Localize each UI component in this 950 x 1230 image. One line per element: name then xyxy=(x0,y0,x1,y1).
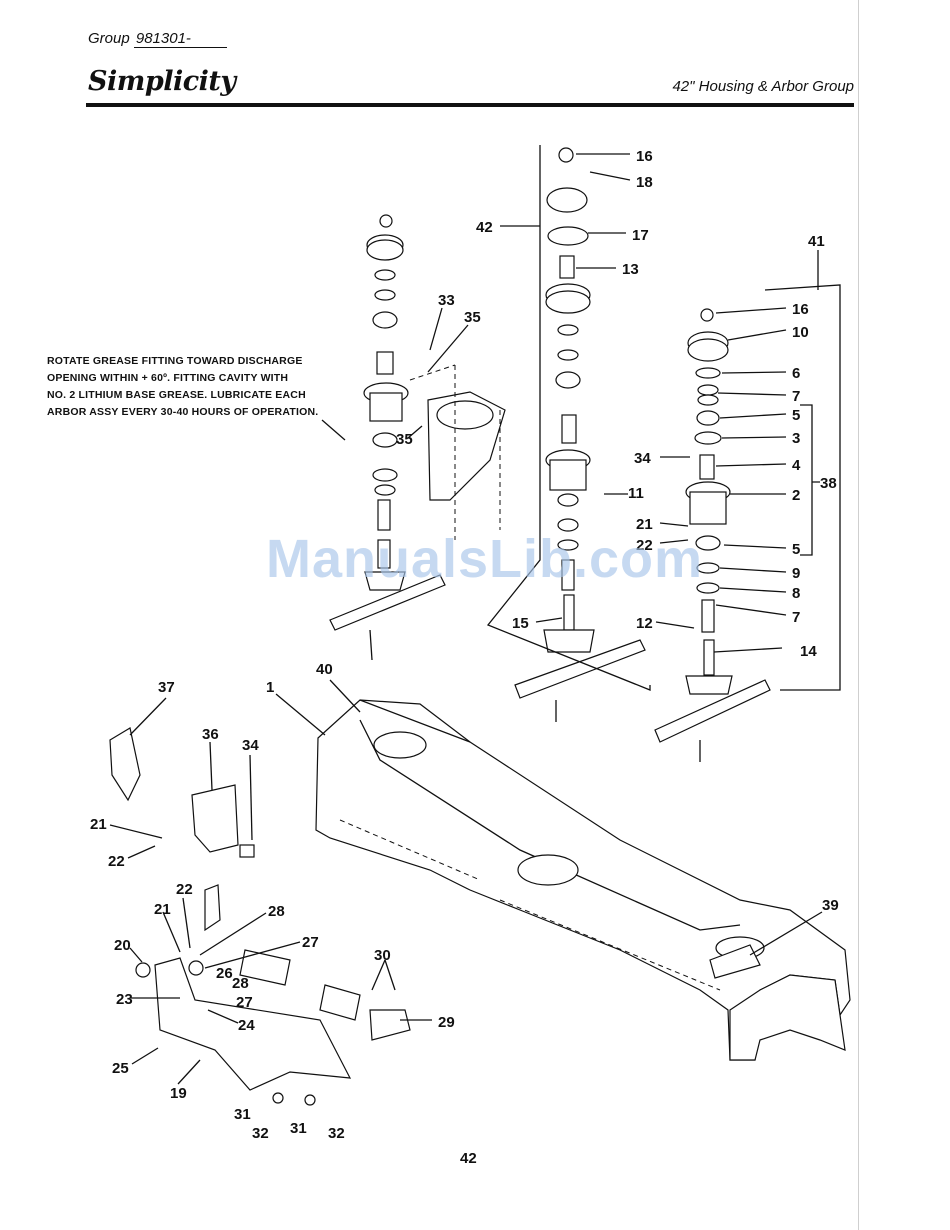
group-number-header: Group 981301- xyxy=(88,30,227,48)
callout-23: 23 xyxy=(116,991,133,1008)
callout-39: 39 xyxy=(822,897,839,914)
callout-34: 34 xyxy=(242,737,259,754)
callout-14: 14 xyxy=(800,643,817,660)
callout-35: 35 xyxy=(464,309,481,326)
left-arbor-assembly xyxy=(329,214,506,661)
mower-housing xyxy=(315,699,851,1061)
callout-8: 8 xyxy=(792,585,800,602)
callout-10: 10 xyxy=(792,324,809,341)
callout-29: 29 xyxy=(438,1014,455,1031)
brand-logo: Simplicity xyxy=(88,66,236,97)
callout-32: 32 xyxy=(252,1125,269,1142)
callout-20: 20 xyxy=(114,937,131,954)
callout-3: 3 xyxy=(792,430,800,447)
callout-16: 16 xyxy=(792,301,809,318)
note-line: ARBOR ASSY EVERY 30-40 HOURS OF OPERATIO… xyxy=(47,406,319,418)
callout-7: 7 xyxy=(792,388,800,405)
callout-2: 2 xyxy=(792,487,800,504)
callout-15: 15 xyxy=(512,615,529,632)
callout-4: 4 xyxy=(792,457,801,474)
page-number: 42 xyxy=(460,1150,477,1167)
callout-41: 41 xyxy=(808,233,825,250)
callout-32: 32 xyxy=(328,1125,345,1142)
callout-31: 31 xyxy=(234,1106,251,1123)
group-label: Group xyxy=(88,30,130,47)
callout-16: 16 xyxy=(636,148,653,165)
right-arbor-assembly xyxy=(654,284,841,762)
callout-37: 37 xyxy=(158,679,175,696)
callout-36: 36 xyxy=(202,726,219,743)
callout-27: 27 xyxy=(236,994,253,1011)
callout-7: 7 xyxy=(792,609,800,626)
note-line: OPENING WITHIN + 60º. FITTING CAVITY WIT… xyxy=(47,372,289,384)
callout-1: 1 xyxy=(266,679,274,696)
callout-33: 33 xyxy=(438,292,455,309)
callout-17: 17 xyxy=(632,227,649,244)
callout-5: 5 xyxy=(792,407,800,424)
note-line: NO. 2 LITHIUM BASE GREASE. LUBRICATE EAC… xyxy=(47,389,306,401)
watermark: ManualsLib.com xyxy=(266,529,704,589)
callout-11: 11 xyxy=(628,485,644,502)
callout-21: 21 xyxy=(154,901,171,918)
callout-35: 35 xyxy=(396,431,413,448)
callout-28: 28 xyxy=(232,975,249,992)
callout-9: 9 xyxy=(792,565,800,582)
callout-22: 22 xyxy=(636,537,653,554)
callout-28: 28 xyxy=(268,903,285,920)
callout-22: 22 xyxy=(176,881,193,898)
callout-21: 21 xyxy=(636,516,653,533)
callout-19: 19 xyxy=(170,1085,187,1102)
callout-26: 26 xyxy=(216,965,233,982)
callout-21: 21 xyxy=(90,816,107,833)
callout-6: 6 xyxy=(792,365,800,382)
leader-lines xyxy=(109,153,823,1085)
callout-13: 13 xyxy=(622,261,639,278)
callout-38: 38 xyxy=(820,475,837,492)
callout-30: 30 xyxy=(374,947,391,964)
note-line: ROTATE GREASE FITTING TOWARD DISCHARGE xyxy=(47,355,303,367)
callout-labels: 16 18 42 17 13 41 16 10 33 35 6 7 5 3 34… xyxy=(90,148,839,1142)
header-rule xyxy=(86,103,854,107)
callout-5: 5 xyxy=(792,541,800,558)
callout-12: 12 xyxy=(636,615,653,632)
center-arbor-assembly xyxy=(486,145,651,722)
page-title: 42" Housing & Arbor Group xyxy=(672,78,854,95)
callout-27: 27 xyxy=(302,934,319,951)
callout-24: 24 xyxy=(238,1017,255,1034)
callout-25: 25 xyxy=(112,1060,129,1077)
callout-22: 22 xyxy=(108,853,125,870)
callout-40: 40 xyxy=(316,661,333,678)
group-number: 981301- xyxy=(133,30,227,48)
brackets-and-hardware xyxy=(109,727,761,1106)
callout-31: 31 xyxy=(290,1120,307,1137)
callout-18: 18 xyxy=(636,174,653,191)
grease-note: ROTATE GREASE FITTING TOWARD DISCHARGE O… xyxy=(47,353,367,421)
callout-42: 42 xyxy=(476,219,493,236)
callout-34: 34 xyxy=(634,450,651,467)
page-edge-line xyxy=(858,0,859,1230)
